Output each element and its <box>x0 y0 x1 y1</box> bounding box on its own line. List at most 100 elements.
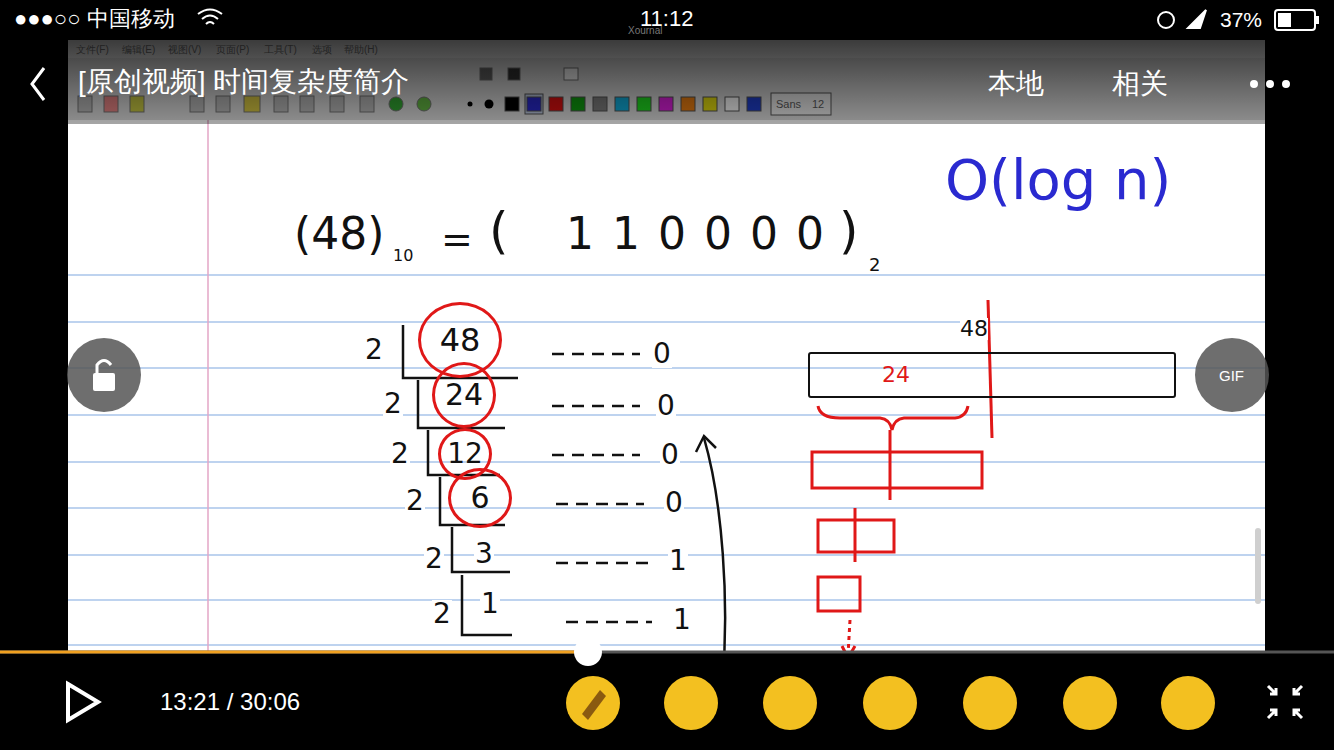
division-brackets <box>403 325 518 635</box>
player-bar-part <box>68 684 98 720</box>
menu-item: 页面(P) <box>216 45 249 55</box>
nav-icons <box>32 68 1289 100</box>
quotient: 3 <box>474 540 494 568</box>
status-icons <box>198 10 1319 31</box>
division-brackets-part <box>452 527 510 572</box>
division-brackets-part <box>418 380 505 428</box>
player-bar-part <box>1268 686 1302 718</box>
equals-sign: = <box>440 220 474 258</box>
player-bar-part <box>582 690 606 720</box>
status-icons-part <box>1278 13 1291 27</box>
nav-icons-part <box>1284 82 1289 87</box>
player-bar-part <box>0 652 1334 750</box>
bar-length: 48 <box>960 318 988 340</box>
remainder: 1 <box>668 547 688 575</box>
player-bar-part <box>0 651 588 654</box>
player-bar-part <box>0 651 1334 654</box>
whiteboard-part-part <box>68 599 1265 601</box>
remainder-dashes <box>552 354 652 622</box>
circled-quotient: 24 <box>432 362 496 428</box>
playback-time: 13:21 / 30:06 <box>160 690 300 714</box>
base-subscript: 10 <box>392 248 414 264</box>
status-icons-part <box>1188 10 1206 28</box>
node-number: 24 <box>445 380 483 410</box>
halving-sketch-part <box>889 430 892 500</box>
remainder: 0 <box>652 340 672 368</box>
gif-button: GIF <box>1219 368 1244 383</box>
menu-item: 选项 <box>312 45 332 55</box>
base-subscript: 2 <box>868 256 881 274</box>
remainder: 0 <box>656 392 676 420</box>
halving-sketch-part <box>818 577 860 611</box>
side-buttons-part <box>93 373 115 391</box>
whiteboard-part-part <box>68 644 1265 646</box>
app-name: Xournal <box>628 26 662 36</box>
nav-tab: 本地 <box>988 70 1044 98</box>
halving-sketch-part <box>812 452 982 488</box>
side-buttons-part <box>1195 338 1269 412</box>
divisor: 2 <box>390 440 410 468</box>
battery-level: 37% <box>1220 9 1262 30</box>
halving-sketch-part <box>854 508 857 562</box>
nav-icons-part <box>32 68 44 100</box>
decimal-number: (48) <box>293 212 385 256</box>
remainder: 1 <box>672 606 692 634</box>
remainder-dashes-part <box>556 503 644 506</box>
nav-tab: 相关 <box>1112 70 1168 98</box>
status-icons-part <box>1158 12 1174 28</box>
halving-sketch-part <box>818 406 968 430</box>
whiteboard-part <box>68 275 1265 645</box>
whiteboard-part <box>68 118 1265 653</box>
divisor: 2 <box>383 390 403 418</box>
bracket: ( <box>488 206 510 256</box>
remainder: 0 <box>664 489 684 517</box>
player-bar-part <box>574 638 602 666</box>
video-title: [原创视频] 时间复杂度简介 <box>78 68 409 96</box>
player-bar-part-part <box>1063 676 1117 730</box>
divisor: 2 <box>405 487 425 515</box>
whiteboard-part-part <box>68 274 1265 276</box>
remainder-dashes-part <box>552 405 640 408</box>
font-name: Sans <box>776 99 801 110</box>
circled-quotient: 12 <box>438 428 492 480</box>
length-bar: 4824 <box>808 352 1176 398</box>
remainder-dashes-part <box>552 353 640 356</box>
nav-icons-part <box>1252 82 1257 87</box>
node-number: 48 <box>440 324 481 356</box>
player-bar-part-part <box>763 676 817 730</box>
half-length: 24 <box>882 364 910 386</box>
carrier-status: ●●●○○ 中国移动 <box>14 8 175 30</box>
status-icons-part <box>198 10 222 25</box>
whiteboard-part <box>207 118 209 652</box>
quotient: 1 <box>480 590 500 618</box>
whiteboard-part-part <box>68 321 1265 323</box>
status-icons-part <box>1316 16 1319 24</box>
app-toolbar-part <box>0 40 1334 124</box>
player-bar-part-part <box>566 676 620 730</box>
player-bar-part <box>566 676 1215 730</box>
remainder: 0 <box>660 441 680 469</box>
binary-digits: 110000 <box>565 212 843 256</box>
side-buttons-part <box>67 338 141 412</box>
halving-sketch-part <box>848 620 850 655</box>
player-bar-part-part <box>664 676 718 730</box>
circled-quotient: 6 <box>448 468 512 528</box>
complexity-note: O(log n) <box>944 152 1172 208</box>
node-number: 6 <box>470 483 489 513</box>
remainder-dashes-part <box>556 562 650 565</box>
menu-item: 帮助(H) <box>344 45 378 55</box>
menu-item: 视图(V) <box>168 45 201 55</box>
remainder-dashes-part <box>566 621 652 624</box>
menu-item: 编辑(E) <box>122 45 155 55</box>
player-bar-part-part <box>963 676 1017 730</box>
bracket: ) <box>838 206 860 256</box>
divisor: 2 <box>432 600 452 628</box>
circled-quotient: 48 <box>418 302 502 378</box>
node-number: 12 <box>447 440 483 468</box>
divisor: 2 <box>424 545 444 573</box>
font-size: 12 <box>812 99 824 110</box>
remainder-dashes-part <box>552 454 640 457</box>
whiteboard-part <box>1255 528 1261 604</box>
